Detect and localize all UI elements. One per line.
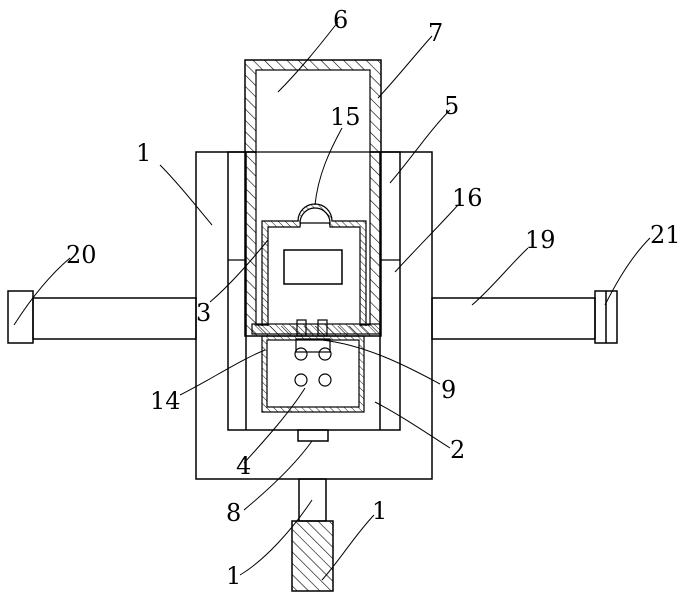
- leader-1-bottom-left: [239, 499, 313, 576]
- leader-19: [471, 247, 529, 306]
- button-top-left: [294, 347, 308, 361]
- socket-frame: [295, 338, 331, 353]
- leader-21: [604, 237, 651, 306]
- leader-6: [277, 21, 339, 93]
- leader-1-bottom-right: [321, 514, 375, 581]
- label-8: 8: [226, 499, 241, 527]
- leader-9: [321, 339, 441, 385]
- left-rod: [32, 297, 197, 340]
- leader-2: [374, 401, 451, 449]
- handle-block: [291, 520, 334, 592]
- label-16: 16: [452, 184, 483, 212]
- label-1-bottom-right: 1: [372, 497, 387, 525]
- button-bottom-right: [318, 373, 332, 387]
- label-2: 2: [450, 436, 465, 464]
- bottom-bracket: [297, 429, 329, 442]
- label-14: 14: [150, 387, 181, 415]
- label-3: 3: [196, 299, 211, 327]
- label-1-bottom-left: 1: [226, 562, 241, 590]
- support-plate: [251, 323, 381, 335]
- leader-16: [394, 204, 459, 273]
- label-19: 19: [525, 226, 556, 254]
- leader-8: [243, 440, 313, 511]
- leader-7: [377, 35, 433, 99]
- label-20: 20: [66, 241, 97, 269]
- lower-shaft: [298, 478, 327, 522]
- leader-5: [389, 109, 451, 184]
- leader-4: [243, 387, 306, 464]
- label-4: 4: [236, 452, 251, 480]
- label-21: 21: [650, 221, 681, 249]
- label-9: 9: [441, 376, 456, 404]
- label-15: 15: [330, 103, 361, 131]
- leader-1-left: [159, 164, 213, 226]
- label-7: 7: [428, 19, 443, 47]
- button-top-right: [318, 347, 332, 361]
- left-end-cap: [7, 290, 34, 344]
- display-panel: [283, 249, 343, 285]
- leader-14: [179, 349, 266, 396]
- leader-3: [209, 239, 269, 303]
- label-6: 6: [333, 6, 348, 34]
- dome-cap: [299, 207, 331, 224]
- leader-15: [314, 127, 343, 206]
- leader-20: [13, 257, 71, 326]
- label-5: 5: [444, 92, 459, 120]
- lower-module-inner: [266, 339, 360, 408]
- label-1-left: 1: [136, 139, 151, 167]
- upper-device-inner: [267, 211, 361, 326]
- button-bottom-left: [294, 373, 308, 387]
- right-rod: [431, 297, 596, 340]
